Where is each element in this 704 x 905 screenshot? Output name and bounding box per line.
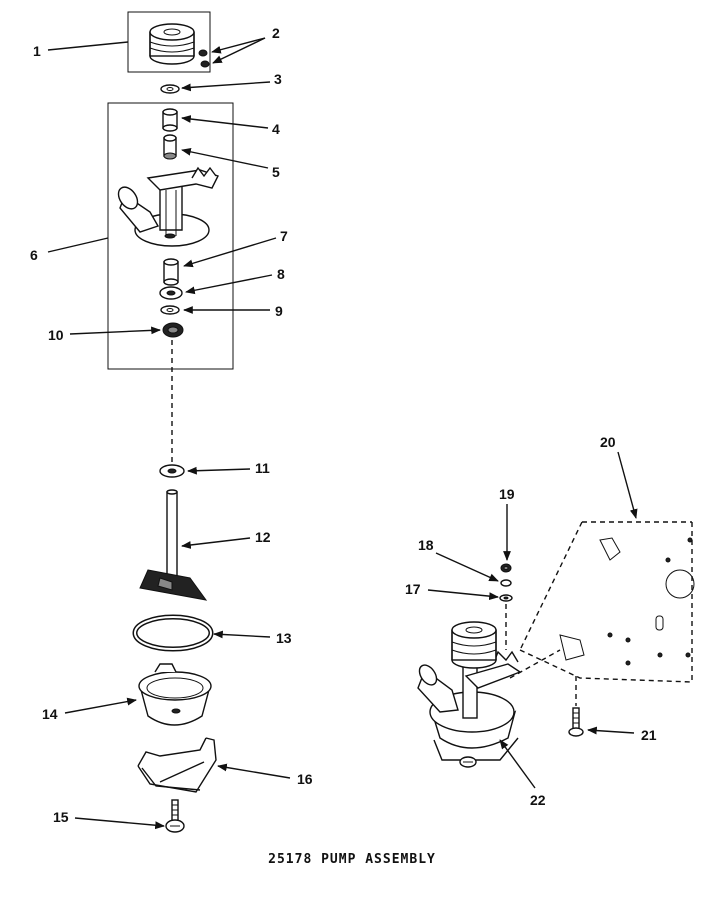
leader-lines [47, 37, 638, 830]
screw-part [165, 799, 185, 833]
lock-washer-part [500, 579, 512, 587]
pump-body-group-frame [107, 102, 234, 370]
pump-body-part [117, 166, 219, 247]
callout-2: 2 [272, 25, 280, 41]
callout-21: 21 [641, 727, 657, 743]
callout-9: 9 [275, 303, 283, 319]
callout-14: 14 [42, 706, 58, 722]
flat-washer-part [499, 594, 513, 602]
callout-10: 10 [48, 327, 64, 343]
callout-6: 6 [30, 247, 38, 263]
diagram-caption: 25178 PUMP ASSEMBLY [268, 852, 436, 867]
spacer-part [163, 258, 179, 286]
callout-20: 20 [600, 434, 616, 450]
callout-12: 12 [255, 529, 271, 545]
mounting-plate-part [519, 521, 695, 683]
pulley-part [127, 11, 211, 73]
bearing-part [159, 286, 183, 300]
callout-16: 16 [297, 771, 313, 787]
mounting-screw-part [568, 707, 584, 737]
nut-part [500, 563, 512, 573]
callout-19: 19 [499, 486, 515, 502]
callout-3: 3 [274, 71, 282, 87]
clamp-part [137, 737, 217, 793]
callout-15: 15 [53, 809, 69, 825]
callout-17: 17 [405, 581, 421, 597]
setscrew-part [198, 49, 210, 68]
callout-18: 18 [418, 537, 434, 553]
callout-8: 8 [277, 266, 285, 282]
assembled-pump-part [417, 621, 522, 768]
pump-housing-part [138, 663, 212, 726]
washer-part-2 [160, 305, 180, 315]
callout-11: 11 [255, 460, 270, 476]
sleeve-part [163, 134, 177, 160]
callout-13: 13 [276, 630, 292, 646]
callout-5: 5 [272, 164, 280, 180]
callout-7: 7 [280, 228, 288, 244]
washer-part [160, 84, 180, 94]
callout-22: 22 [530, 792, 546, 808]
callout-4: 4 [272, 121, 280, 137]
seal-part [162, 322, 184, 338]
o-ring-part [132, 614, 214, 652]
impeller-shaft-part [139, 489, 208, 601]
callout-1: 1 [33, 43, 41, 59]
bushing-part [162, 108, 178, 132]
washer-part-3 [159, 464, 185, 478]
callout-labels: 1 2 3 4 5 6 7 8 9 10 11 12 13 14 15 16 1… [30, 25, 657, 825]
